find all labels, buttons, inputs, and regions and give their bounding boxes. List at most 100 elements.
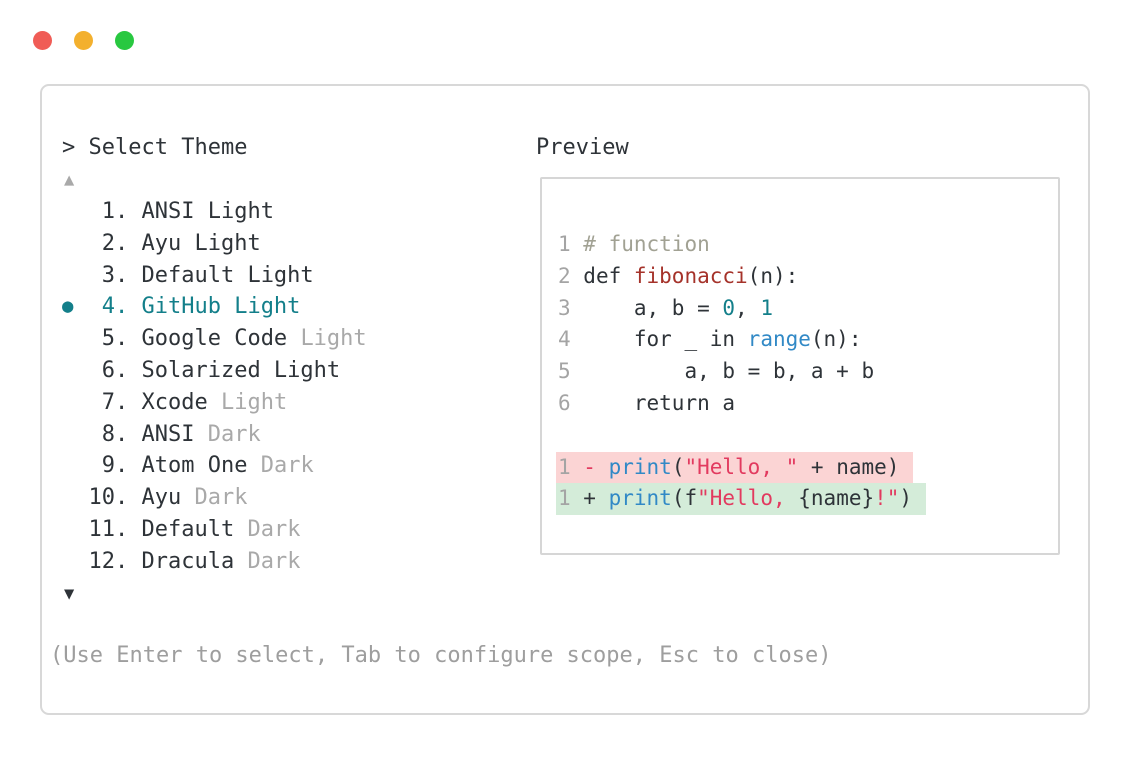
theme-list-item-default-light[interactable]: 3. Default Light bbox=[62, 260, 367, 292]
code-text: ( bbox=[671, 454, 685, 479]
code-text: def bbox=[583, 263, 634, 288]
code-line-5: 5 a, b = b, a + b bbox=[558, 356, 1058, 388]
code-text: {name} bbox=[798, 486, 875, 511]
theme-list-item-ansi-light[interactable]: 1. ANSI Light bbox=[62, 196, 367, 228]
code-text: (n): bbox=[810, 327, 862, 352]
scroll-up-icon[interactable]: ▲ bbox=[64, 170, 75, 190]
code-text: for _ in bbox=[583, 327, 748, 352]
code-text: return a bbox=[583, 390, 736, 415]
code-line-4: 4 for _ in range(n): bbox=[558, 324, 1058, 356]
window-controls bbox=[33, 31, 134, 50]
line-number: 1 bbox=[558, 232, 584, 256]
code-text: , bbox=[735, 295, 761, 320]
item-variant: Light bbox=[300, 326, 367, 352]
item-number: 12. bbox=[88, 548, 142, 574]
keyboard-hint: (Use Enter to select, Tab to configure s… bbox=[50, 643, 832, 668]
item-number: 9. bbox=[88, 453, 142, 479]
diff-plus-marker: + bbox=[583, 486, 609, 511]
code-builtin: range bbox=[747, 327, 811, 352]
code-line-1: 1 # function bbox=[558, 229, 1058, 261]
item-name: Atom One bbox=[141, 453, 248, 479]
line-number: 3 bbox=[558, 295, 584, 320]
code-text: + name) bbox=[798, 454, 900, 479]
code-string: "Hello, bbox=[697, 486, 799, 511]
theme-list-item-github-light-selected[interactable]: ● 4. GitHub Light bbox=[62, 291, 367, 323]
code-comment: # function bbox=[583, 232, 710, 256]
code-text: (n): bbox=[747, 263, 799, 288]
item-number: 11. bbox=[88, 516, 142, 542]
item-number: 2. bbox=[88, 230, 142, 256]
item-variant: Dark bbox=[247, 516, 301, 542]
theme-list-item-google-code[interactable]: 5. Google Code Light bbox=[62, 323, 367, 355]
item-name: ANSI Light bbox=[141, 199, 274, 224]
line-number: 4 bbox=[558, 327, 584, 352]
item-variant: Dark bbox=[207, 421, 261, 447]
item-name: Ayu Light bbox=[141, 230, 261, 256]
item-number: 6. bbox=[88, 357, 142, 383]
code-line-6: 6 return a bbox=[558, 388, 1058, 420]
theme-list-item-ansi-dark[interactable]: 8. ANSI Dark bbox=[62, 419, 367, 451]
theme-list-item-ayu-light[interactable]: 2. Ayu Light bbox=[62, 228, 367, 260]
code-builtin: print bbox=[608, 454, 672, 479]
theme-list-item-solarized-light[interactable]: 6. Solarized Light bbox=[62, 355, 367, 387]
close-button-icon[interactable] bbox=[33, 31, 52, 50]
prompt-caret-icon: > bbox=[62, 135, 89, 160]
item-name: Dracula bbox=[141, 548, 235, 574]
theme-list-item-dracula[interactable]: 12. Dracula Dark bbox=[62, 546, 367, 578]
selected-bullet-icon: ● bbox=[62, 295, 74, 318]
item-name: Solarized Light bbox=[141, 357, 341, 383]
maximize-button-icon[interactable] bbox=[115, 31, 134, 50]
item-number: 7. bbox=[88, 389, 142, 415]
code-blank-line bbox=[558, 420, 1058, 452]
item-variant: Dark bbox=[260, 453, 314, 479]
theme-picker-window: > Select Theme ▲ 1. ANSI Light 2. Ayu Li… bbox=[40, 84, 1090, 715]
item-variant: Light bbox=[220, 389, 288, 415]
line-number: 2 bbox=[558, 263, 584, 288]
item-number: 5. bbox=[88, 326, 142, 352]
prompt-title: Select Theme bbox=[88, 135, 248, 160]
code-text: (f bbox=[671, 486, 698, 511]
item-name: Xcode bbox=[141, 389, 208, 415]
item-number: 10. bbox=[88, 485, 142, 511]
code-number: 0 bbox=[722, 295, 736, 320]
code-text: a, b = bbox=[583, 295, 723, 320]
item-number: 4. bbox=[88, 294, 142, 320]
code-preview: 1 # function 2 def fibonacci(n): 3 a, b … bbox=[542, 179, 1058, 516]
theme-list-item-default-dark[interactable]: 11. Default Dark bbox=[62, 514, 367, 546]
item-name: Default Light bbox=[141, 262, 314, 288]
code-function: fibonacci bbox=[633, 263, 748, 288]
theme-list-item-atom-one[interactable]: 9. Atom One Dark bbox=[62, 450, 367, 482]
theme-list-item-ayu-dark[interactable]: 10. Ayu Dark bbox=[62, 482, 367, 514]
item-number: 3. bbox=[88, 262, 142, 288]
scroll-down-icon[interactable]: ▼ bbox=[64, 584, 75, 604]
line-number: 1 bbox=[558, 454, 584, 479]
item-name: ANSI bbox=[141, 421, 195, 447]
line-number: 5 bbox=[558, 359, 584, 384]
code-number: 1 bbox=[760, 295, 773, 320]
line-number: 1 bbox=[558, 486, 584, 511]
item-name: GitHub Light bbox=[141, 294, 301, 320]
item-variant: Dark bbox=[247, 548, 301, 574]
line-number: 6 bbox=[558, 390, 584, 415]
code-string: !" bbox=[874, 486, 900, 511]
code-text: a, b = b, a + b bbox=[583, 359, 875, 384]
theme-list-item-xcode[interactable]: 7. Xcode Light bbox=[62, 387, 367, 419]
item-name: Ayu bbox=[141, 485, 182, 511]
item-variant: Dark bbox=[194, 485, 248, 511]
preview-title: Preview bbox=[536, 135, 629, 160]
code-line-2: 2 def fibonacci(n): bbox=[558, 261, 1058, 293]
item-number: 1. bbox=[88, 199, 142, 224]
item-number: 8. bbox=[88, 421, 142, 447]
code-text: ) bbox=[899, 486, 913, 511]
item-name: Default bbox=[141, 516, 235, 542]
item-name: Google Code bbox=[141, 326, 288, 352]
preview-panel: 1 # function 2 def fibonacci(n): 3 a, b … bbox=[540, 177, 1060, 555]
code-line-3: 3 a, b = 0, 1 bbox=[558, 293, 1058, 325]
diff-added-line: 1 + print(f"Hello, {name}!") bbox=[556, 483, 1058, 516]
code-builtin: print bbox=[608, 486, 672, 511]
minimize-button-icon[interactable] bbox=[74, 31, 93, 50]
prompt-line: > Select Theme bbox=[62, 132, 247, 164]
code-string: "Hello, " bbox=[684, 454, 799, 479]
diff-minus-marker: - bbox=[583, 454, 609, 479]
diff-removed-line: 1 - print("Hello, " + name) bbox=[556, 451, 1058, 484]
